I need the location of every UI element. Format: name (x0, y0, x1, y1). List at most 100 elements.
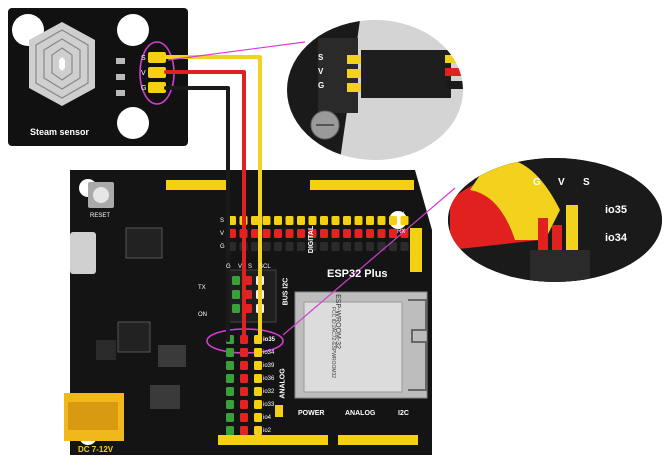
pin-s (254, 387, 262, 396)
pin-s (251, 216, 259, 225)
io39-label: io39 (263, 363, 275, 369)
pin-g (285, 242, 294, 251)
pin-g (226, 361, 234, 370)
pin-s (400, 216, 409, 225)
zoom-right-v: V (558, 177, 565, 188)
pin-g (400, 242, 409, 251)
on-label: ON (198, 312, 207, 318)
rx-tx-rx: RX (397, 229, 406, 235)
pin-s (331, 216, 340, 225)
pin-g (226, 387, 234, 396)
pin-g (232, 276, 240, 285)
header-s-label: S (220, 218, 225, 224)
pin-v (240, 400, 248, 409)
bus-i2c-label: BUS I2C (282, 277, 290, 306)
pin-v (240, 361, 248, 370)
pin-s (254, 400, 262, 409)
board-title: ESP32 Plus (327, 268, 388, 280)
zoom-bubble-right (448, 158, 662, 282)
pin-g (226, 374, 234, 383)
pin-v (240, 413, 248, 422)
power-label: POWER (298, 410, 325, 417)
leader-line-right (282, 187, 456, 336)
sensor-pin-v: V (141, 70, 146, 77)
leader-line-top (167, 41, 306, 61)
zoom-top-v: V (318, 67, 324, 76)
io36-label: io36 (263, 376, 275, 382)
pin-g (232, 290, 240, 299)
pin-g (262, 242, 271, 251)
sensor-pin-g: G (141, 85, 147, 92)
pin-v (274, 229, 282, 238)
zoom-top-s: S (318, 53, 324, 62)
pin-s (254, 374, 262, 383)
pin-v (366, 229, 374, 238)
pin-v (285, 229, 294, 238)
io4-label: io4 (263, 415, 272, 421)
i2c-label: I2C (398, 410, 409, 417)
pin-v (297, 229, 305, 238)
pin-s (285, 216, 294, 225)
pin-s (366, 216, 374, 225)
pin-g (226, 400, 234, 409)
pin-v (343, 229, 351, 238)
io2-label: io2 (263, 428, 272, 434)
pin-g (389, 242, 397, 251)
pin-v (240, 374, 248, 383)
pin-g (377, 242, 386, 251)
pin-g (354, 242, 363, 251)
pin-g (320, 242, 328, 251)
steam-sensor-module (8, 8, 188, 146)
header-v2-label: V (238, 264, 243, 270)
io33-label: io33 (263, 402, 275, 408)
io32-label: io32 (263, 389, 275, 395)
header-g2-label: G (226, 264, 231, 270)
pin-v (331, 229, 340, 238)
zoom-right-g: G (533, 177, 541, 188)
pin-g (331, 242, 340, 251)
io35-label: io35 (263, 337, 276, 343)
analog-label: ANALOG (279, 368, 287, 399)
pin-v (240, 387, 248, 396)
pin-s (308, 216, 317, 225)
sensing-pad (29, 22, 95, 106)
header-v-label: V (220, 231, 225, 237)
pin-s (354, 216, 363, 225)
header-s2-label: S (248, 264, 253, 270)
pin-v (262, 229, 271, 238)
pin-g (226, 348, 234, 357)
pin-s (254, 413, 262, 422)
wire-gnd-black (164, 86, 230, 342)
zoom-right-io34: io34 (605, 232, 628, 244)
zoom-right-io35: io35 (605, 204, 628, 216)
zoom-bubble-top (287, 20, 463, 160)
io34-label: io34 (263, 350, 275, 356)
pin-s (377, 216, 386, 225)
pin-s (274, 216, 282, 225)
pin-g (226, 426, 234, 435)
wire-vcc-red (164, 70, 246, 342)
header-g-label: G (220, 244, 225, 250)
module-text-2: FCC ID:2AC7Z-ESPWROOM32 (330, 306, 337, 379)
pin-s (389, 216, 397, 225)
pin-g (251, 242, 259, 251)
pin-s (254, 348, 262, 357)
pin-s (262, 216, 271, 225)
pin-s (254, 361, 262, 370)
jumper-wires (164, 55, 262, 342)
pin-v (354, 229, 363, 238)
reset-label: RESET (90, 213, 111, 219)
zoom-right-s: S (583, 177, 590, 188)
pin-s (320, 216, 328, 225)
zoom-top-g: G (318, 81, 325, 90)
pin-v (320, 229, 328, 238)
tx-label: TX (198, 285, 206, 291)
pin-g (343, 242, 351, 251)
pin-g (226, 413, 234, 422)
pin-g (308, 242, 317, 251)
pin-v (240, 426, 248, 435)
pin-g (297, 242, 305, 251)
pin-v (377, 229, 386, 238)
dc-label: DC 7-12V (78, 445, 114, 454)
